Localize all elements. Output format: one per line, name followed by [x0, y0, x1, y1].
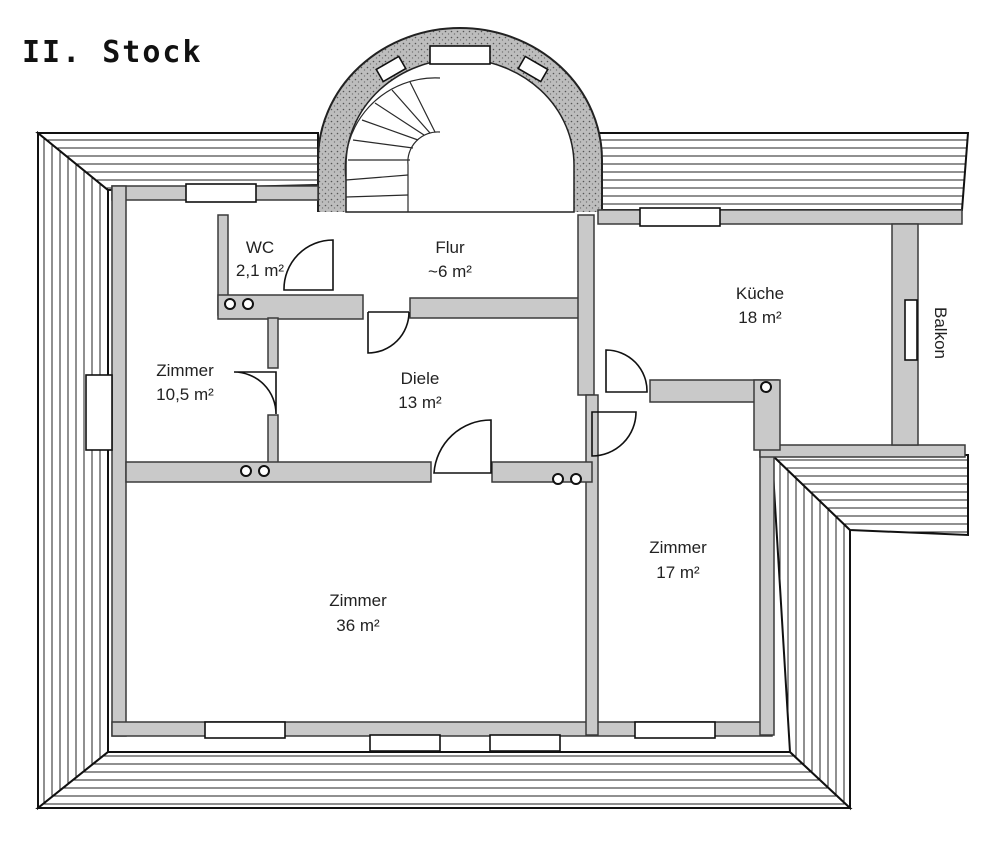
diele-name: Diele	[401, 369, 440, 388]
zimmer-small-name: Zimmer	[156, 361, 214, 380]
windows	[85, 183, 918, 752]
wc-name: WC	[246, 238, 274, 257]
room-labels: WC 2,1 m² Flur ~6 m² Küche 18 m² Balkon …	[156, 238, 950, 635]
zimmer-large-area: 36 m²	[336, 616, 380, 635]
kueche-area: 18 m²	[738, 308, 782, 327]
zimmer-right-name: Zimmer	[649, 538, 707, 557]
flur-area: ~6 m²	[428, 262, 472, 281]
flues	[224, 298, 772, 485]
zimmer-small-area: 10,5 m²	[156, 385, 214, 404]
zimmer-large-name: Zimmer	[329, 591, 387, 610]
roof-right	[769, 452, 969, 811]
zimmer-right-area: 17 m²	[656, 563, 700, 582]
roof-bottom	[35, 751, 853, 809]
roof-left	[37, 130, 109, 811]
flur-name: Flur	[435, 238, 465, 257]
roof-top-right	[597, 132, 970, 211]
kueche-name: Küche	[736, 284, 784, 303]
floor-title: II. Stock	[22, 35, 203, 70]
stair-tower	[317, 27, 603, 213]
diele-area: 13 m²	[398, 393, 442, 412]
doors	[233, 239, 648, 474]
interior-walls	[125, 214, 781, 736]
balkon-name: Balkon	[931, 307, 950, 359]
wc-area: 2,1 m²	[236, 261, 285, 280]
